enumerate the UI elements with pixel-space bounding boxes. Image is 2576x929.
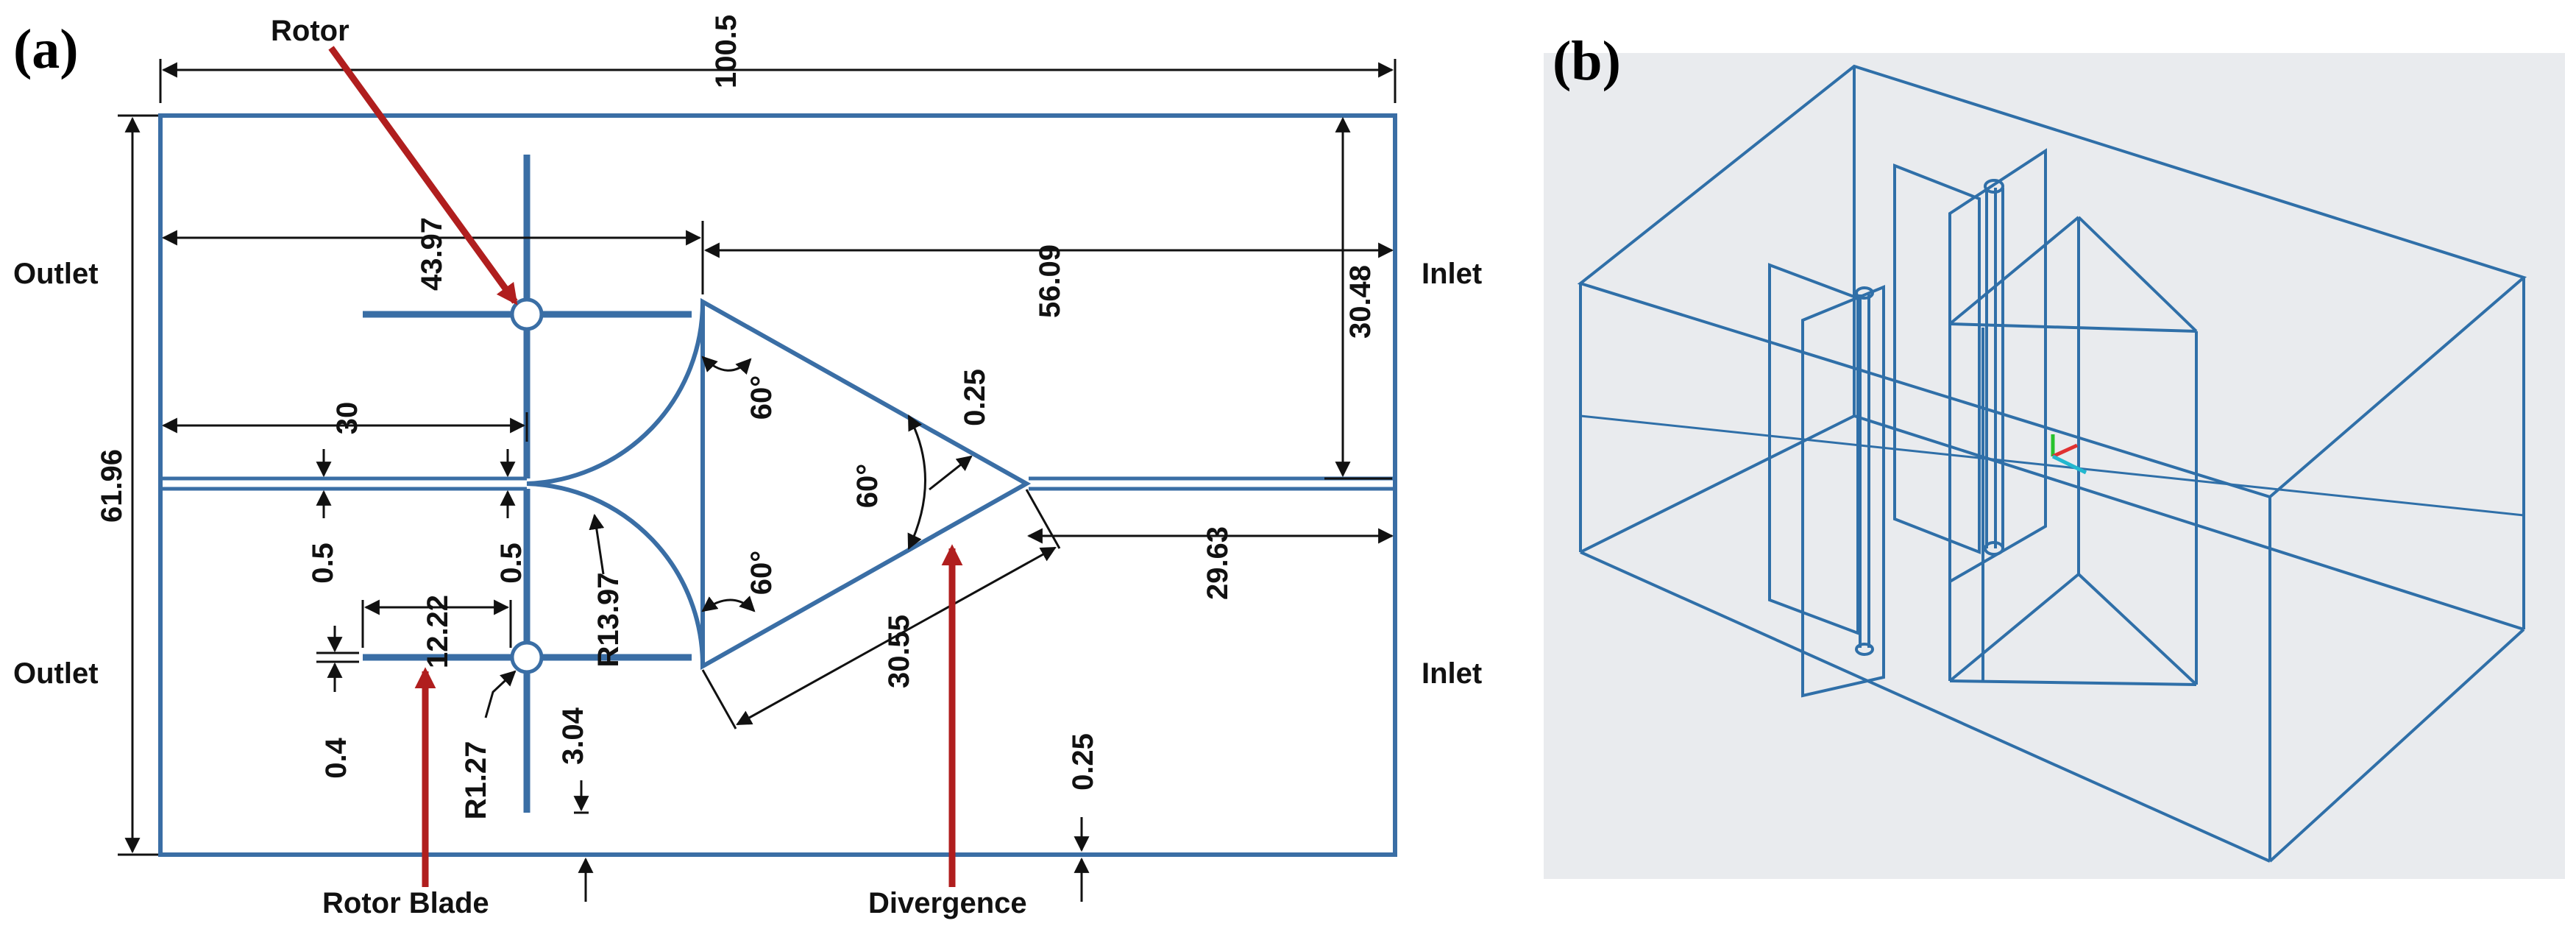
dim-hub-radius: R1.27 xyxy=(460,741,492,820)
axis-triad-icon xyxy=(2051,434,2087,475)
dim-overall-height: 61.96 xyxy=(96,449,128,523)
dim-arc-radius: R13.97 xyxy=(592,573,625,668)
panel-a-label: (a) xyxy=(13,18,79,80)
dim-blade-thickness: 0.4 xyxy=(320,737,352,778)
dim-gap-center: 0.5 xyxy=(495,543,528,584)
rotor-lower xyxy=(363,489,692,813)
panel-b: (b) xyxy=(1544,30,2565,879)
dim-angle-bottom: 60° xyxy=(745,551,778,596)
rotor-arrow xyxy=(328,46,518,305)
dim-blade-length: 12.22 xyxy=(422,595,454,668)
dim-half-height: 30.48 xyxy=(1344,265,1377,339)
callout-arrows xyxy=(328,46,963,887)
dim-rotor-to-apex: 43.97 xyxy=(416,217,448,291)
outlet-top-label: Outlet xyxy=(13,258,99,290)
domain-box-3d xyxy=(1577,64,2527,863)
dim-side-length: 30.55 xyxy=(883,615,915,688)
rotor-blades-3d xyxy=(1768,148,2047,698)
rotor-label: Rotor xyxy=(271,15,350,47)
dim-thickness-bottom: 0.25 xyxy=(1067,733,1099,791)
dim-angle-apex: 60° xyxy=(851,464,884,509)
dim-gap-left: 0.5 xyxy=(307,543,339,584)
dim-apex-to-inlet: 56.09 xyxy=(1034,244,1066,318)
inlet-bottom-label: Inlet xyxy=(1422,657,1482,690)
divergence-wedge-3d xyxy=(1948,216,2198,686)
rotor-blade-label: Rotor Blade xyxy=(322,887,489,919)
dim-blade-offset: 3.04 xyxy=(557,707,589,765)
panel-b-label: (b) xyxy=(1553,30,1621,92)
divergence-label: Divergence xyxy=(868,887,1027,919)
dim-tip-to-inlet: 29.63 xyxy=(1202,526,1234,600)
dimension-lines xyxy=(118,59,1397,902)
dim-overall-width: 100.5 xyxy=(710,15,742,88)
outlet-bottom-label: Outlet xyxy=(13,657,99,690)
rotor-upper xyxy=(363,155,692,478)
dim-outlet-to-rotor: 30 xyxy=(331,402,363,435)
dim-thickness-top: 0.25 xyxy=(959,369,991,426)
panel-a: (a) xyxy=(13,15,1482,919)
domain-outline xyxy=(158,113,1397,857)
inlet-top-label: Inlet xyxy=(1422,258,1482,290)
dim-angle-top: 60° xyxy=(745,375,778,420)
